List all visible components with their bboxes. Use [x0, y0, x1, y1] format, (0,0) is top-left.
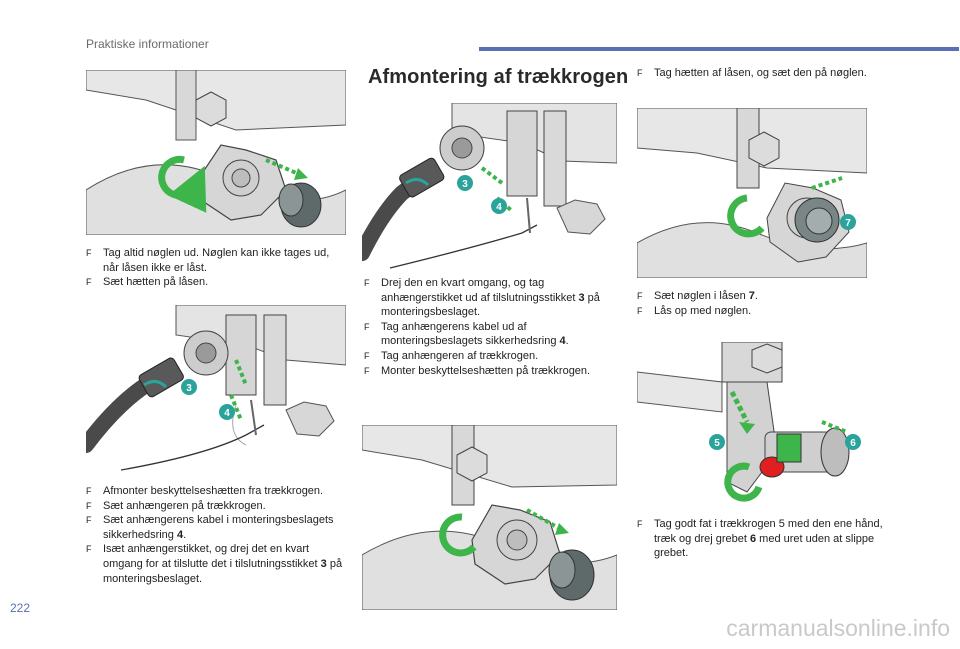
illustration-cap-remove — [362, 425, 617, 610]
callout-3: 3 — [462, 179, 468, 190]
page-number: 222 — [10, 601, 31, 615]
callout-7: 7 — [845, 218, 851, 229]
illustration-remove-hook: 5 6 — [637, 342, 867, 512]
illustration-plug-connect: 3 4 — [86, 305, 346, 475]
callout-3: 3 — [186, 383, 192, 394]
header-accent-bar — [479, 47, 959, 51]
callout-4: 4 — [496, 202, 502, 213]
watermark: carmanualsonline.info — [726, 615, 950, 641]
page-header-title: Praktiske informationer — [86, 37, 209, 51]
illustration-lock-cap-on — [86, 70, 346, 235]
section-heading: Afmontering af trækkrogen — [368, 66, 629, 88]
callout-6: 6 — [850, 438, 856, 449]
illustration-plug-remove: 3 4 — [362, 103, 617, 273]
illustration-key-in-lock: 7 — [637, 108, 867, 278]
callout-5: 5 — [714, 438, 720, 449]
callout-4: 4 — [224, 408, 230, 419]
